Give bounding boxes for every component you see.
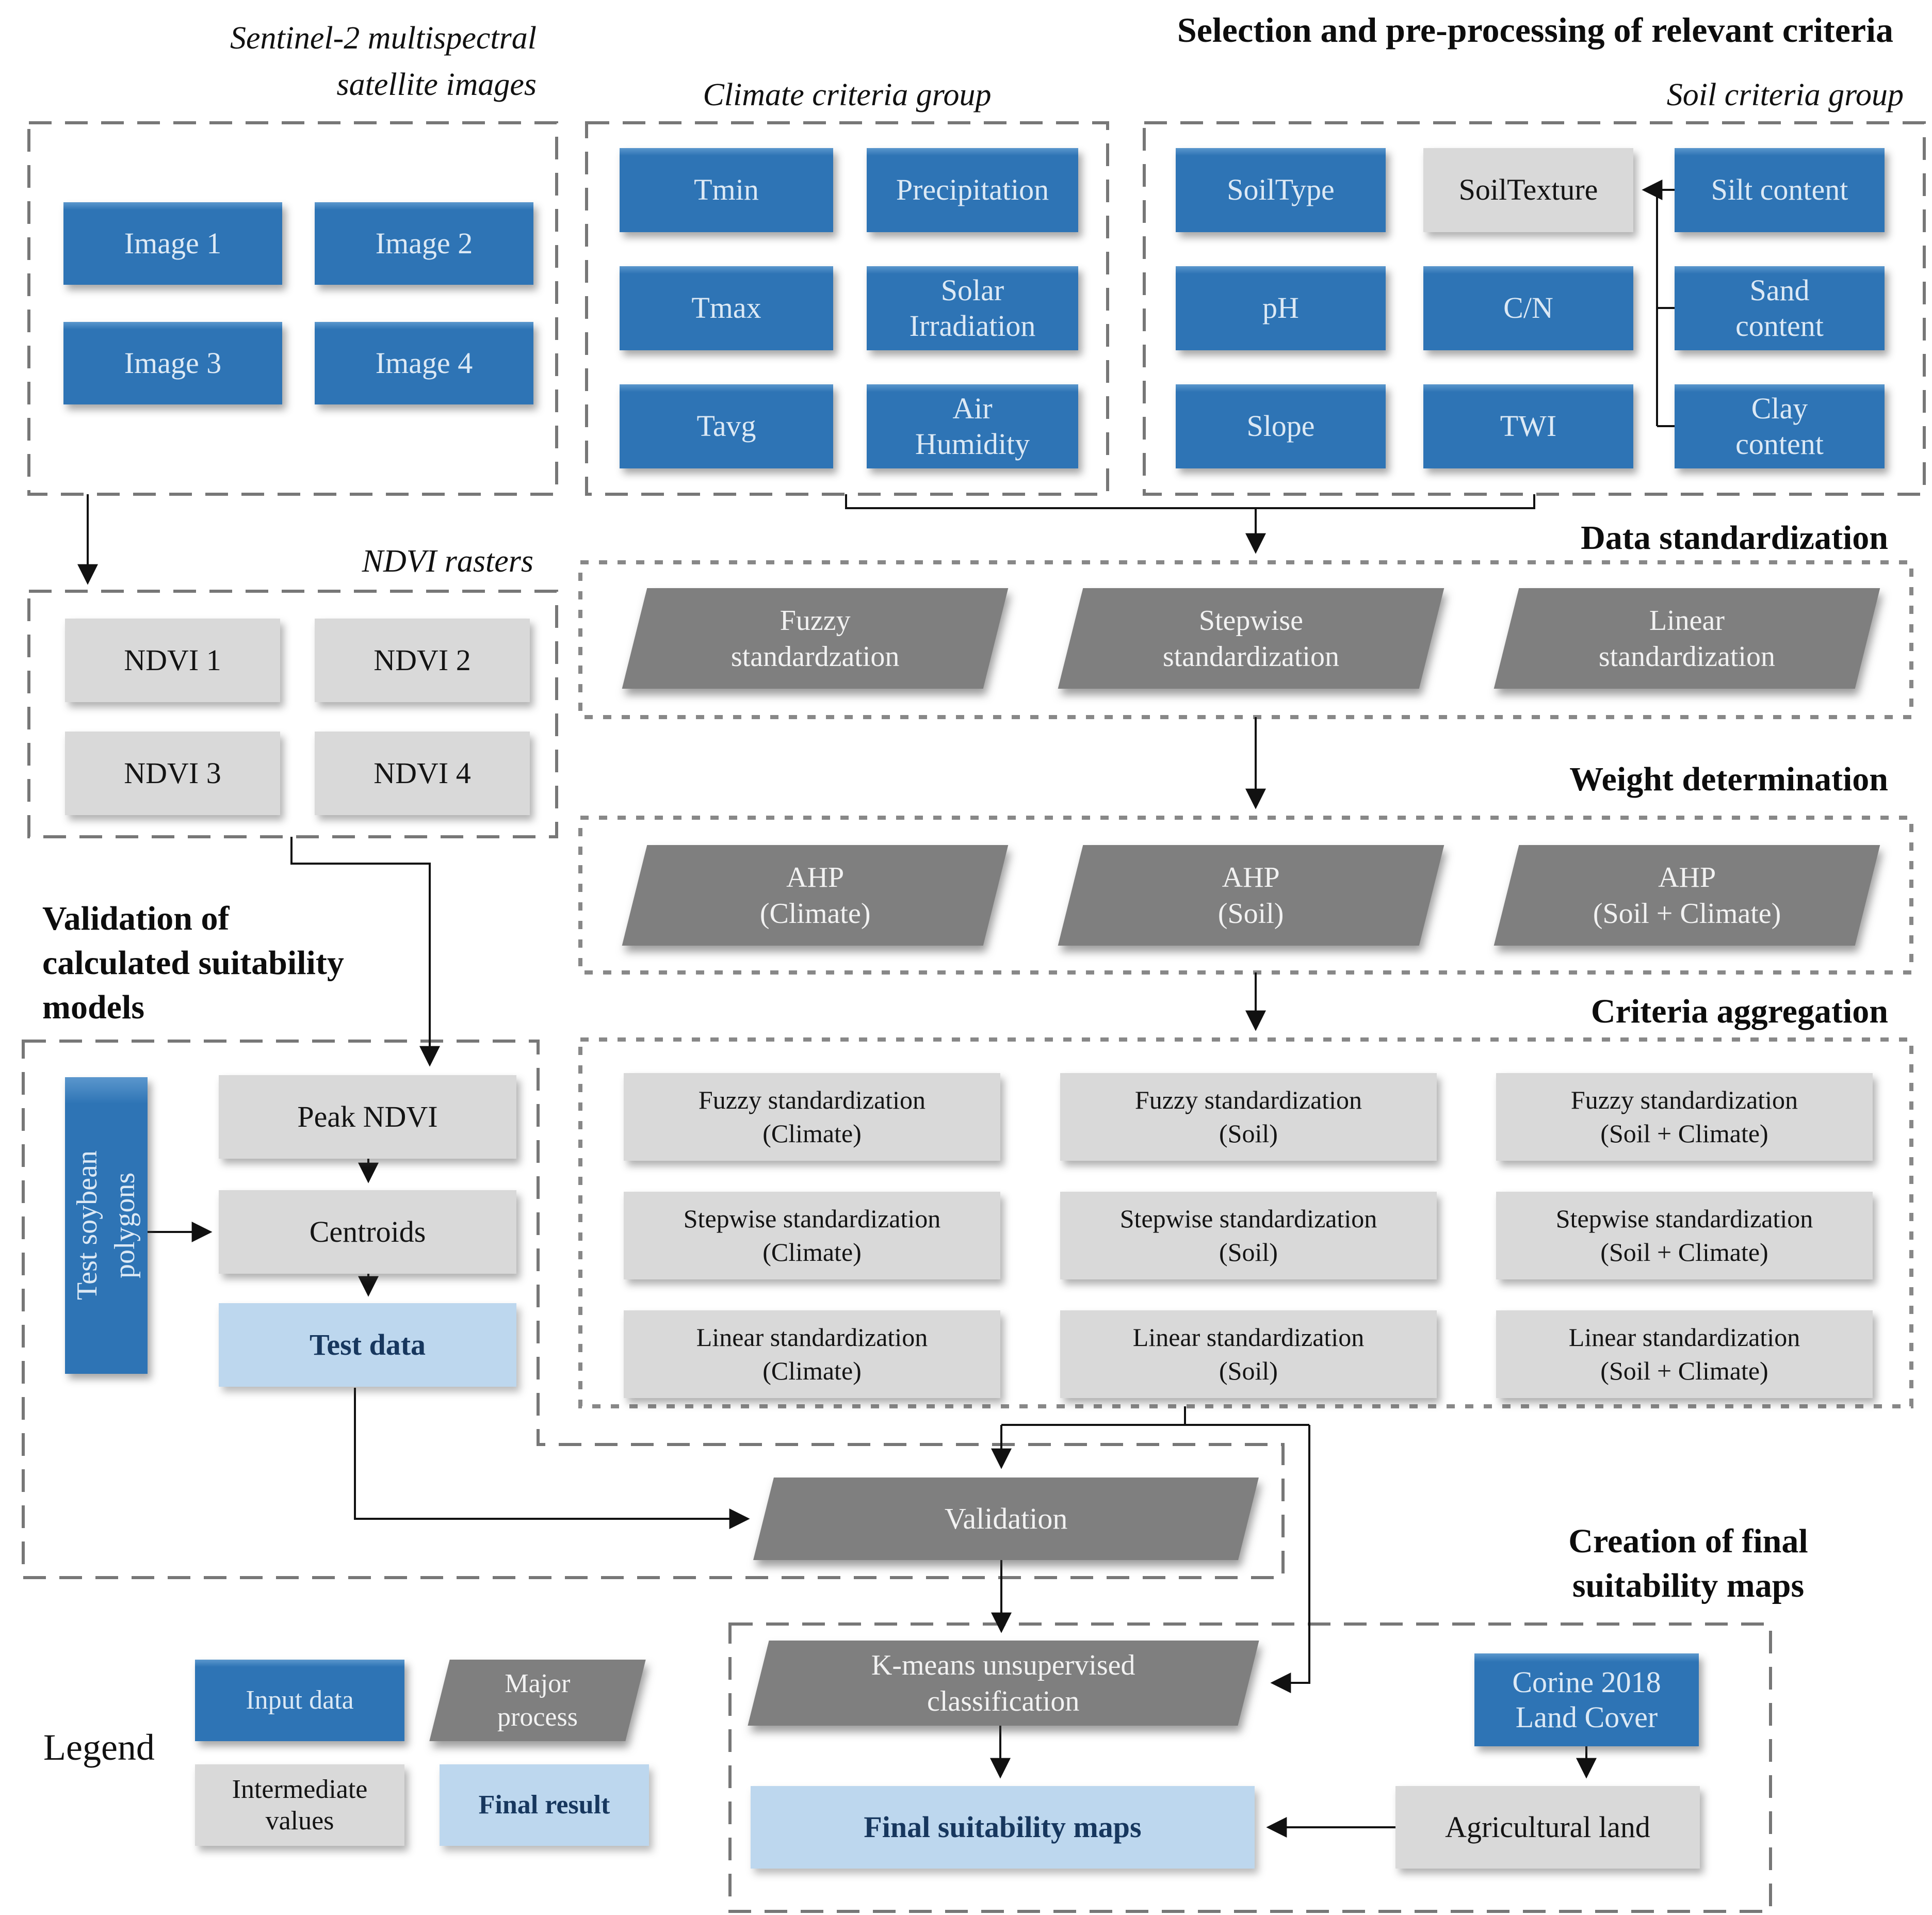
arrow-aggregation-to-kmeans	[1270, 1425, 1310, 1693]
validation-group-box	[22, 1040, 1285, 1579]
box-silt-content: Silt content	[1675, 148, 1885, 232]
legend-intermediate-values: Intermediate values	[195, 1764, 404, 1846]
process-fuzzy-standardization: Fuzzy standardzation	[622, 588, 1009, 689]
ndvi-group-label: NDVI rasters	[362, 544, 533, 579]
box-soiltexture: SoilTexture	[1423, 148, 1633, 232]
legend-title: Legend	[43, 1727, 155, 1768]
legend-input-data: Input data	[195, 1660, 404, 1741]
box-twi: TWI	[1423, 384, 1633, 468]
box-cn: C/N	[1423, 266, 1633, 350]
arrow-testdata-to-validation	[354, 1388, 750, 1529]
box-fuzzy-soil: Fuzzy standardization (Soil)	[1060, 1073, 1437, 1161]
box-linear-climate: Linear standardization (Climate)	[624, 1310, 1000, 1398]
process-kmeans: K-means unsupervised classification	[748, 1641, 1259, 1726]
box-tavg: Tavg	[620, 384, 833, 468]
box-slope: Slope	[1176, 384, 1386, 468]
process-ahp-soil: AHP (Soil)	[1058, 845, 1444, 946]
box-tmin: Tmin	[620, 148, 833, 232]
main-title: Selection and pre-processing of relevant…	[1177, 10, 1893, 50]
weight-determination-heading: Weight determination	[1569, 760, 1888, 798]
criteria-aggregation-heading: Criteria aggregation	[1590, 993, 1888, 1030]
box-sand-content: Sand content	[1675, 266, 1885, 350]
box-precipitation: Precipitation	[867, 148, 1078, 232]
data-standardization-heading: Data standardization	[1581, 519, 1888, 557]
box-linear-soil: Linear standardization (Soil)	[1060, 1310, 1437, 1398]
box-agricultural-land: Agricultural land	[1395, 1786, 1700, 1869]
box-fuzzy-climate: Fuzzy standardization (Climate)	[624, 1073, 1000, 1161]
box-linear-soil-climate: Linear standardization (Soil + Climate)	[1496, 1310, 1873, 1398]
box-stepwise-soil-climate: Stepwise standardization (Soil + Climate…	[1496, 1192, 1873, 1279]
soil-group-box	[1143, 121, 1926, 496]
box-image-1: Image 1	[63, 202, 282, 285]
sentinel-group-box	[27, 121, 558, 496]
climate-group-box	[585, 121, 1109, 496]
process-linear-standardization: Linear standardization	[1493, 588, 1880, 689]
box-ndvi-4: NDVI 4	[315, 732, 530, 815]
box-solar-irradiation: Solar Irradiation	[867, 266, 1078, 350]
box-test-soybean-polygons: Test soybean polygons	[65, 1077, 148, 1374]
line-aggregation-split	[1001, 1406, 1309, 1426]
box-peak-ndvi: Peak NDVI	[219, 1075, 516, 1159]
box-clay-content: Clay content	[1675, 384, 1885, 468]
box-air-humidity: Air Humidity	[867, 384, 1078, 468]
ndvi-group-box	[27, 590, 558, 838]
box-image-3: Image 3	[63, 322, 282, 404]
line-texture-bracket	[1656, 190, 1675, 427]
box-final-suitability-maps: Final suitability maps	[751, 1786, 1255, 1869]
process-ahp-soil-climate: AHP (Soil + Climate)	[1493, 845, 1880, 946]
aggregation-box	[578, 1037, 1913, 1408]
box-ndvi-2: NDVI 2	[315, 619, 530, 702]
box-stepwise-climate: Stepwise standardization (Climate)	[624, 1192, 1000, 1279]
box-centroids: Centroids	[219, 1190, 516, 1274]
box-ph: pH	[1176, 266, 1386, 350]
climate-group-label: Climate criteria group	[703, 77, 992, 112]
arrow-ndvi-to-peak	[290, 837, 440, 1067]
creation-group-box	[728, 1622, 1772, 1913]
legend-final-result: Final result	[440, 1764, 649, 1846]
validation-section-title: Validation of calculated suitability mod…	[42, 900, 344, 1026]
soil-group-label: Soil criteria group	[1666, 77, 1904, 112]
box-image-4: Image 4	[315, 322, 533, 404]
box-ndvi-3: NDVI 3	[65, 732, 280, 815]
box-image-2: Image 2	[315, 202, 533, 285]
box-corine-2018: Corine 2018 Land Cover	[1474, 1653, 1699, 1746]
box-stepwise-soil: Stepwise standardization (Soil)	[1060, 1192, 1437, 1279]
process-stepwise-standardization: Stepwise standardization	[1058, 588, 1444, 689]
process-ahp-climate: AHP (Climate)	[622, 845, 1009, 946]
creation-section-title: Creation of final suitability maps	[1568, 1522, 1808, 1604]
box-ndvi-1: NDVI 1	[65, 619, 280, 702]
process-validation: Validation	[753, 1478, 1259, 1560]
box-tmax: Tmax	[620, 266, 833, 350]
line-groups-merge	[845, 494, 1535, 509]
legend-major-process: Major process	[429, 1660, 646, 1741]
box-soiltype: SoilType	[1176, 148, 1386, 232]
box-test-data: Test data	[219, 1303, 516, 1387]
sentinel-title: Sentinel-2 multispectral satellite image…	[230, 21, 537, 102]
box-fuzzy-soil-climate: Fuzzy standardization (Soil + Climate)	[1496, 1073, 1873, 1161]
